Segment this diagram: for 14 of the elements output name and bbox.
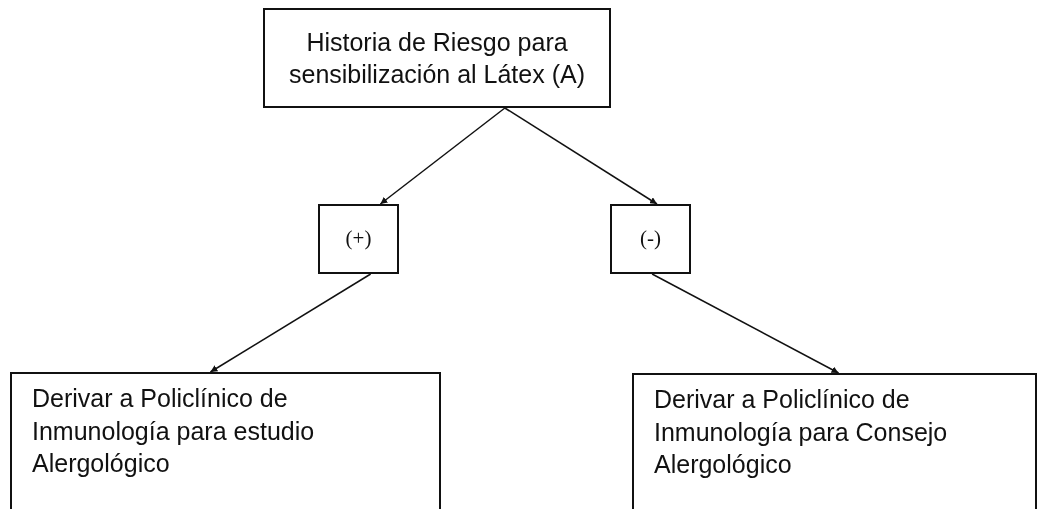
process-box [318, 204, 399, 274]
process-box [10, 372, 441, 509]
arrow [379, 107, 506, 205]
box-text: (-) [640, 225, 661, 253]
arrow [651, 273, 840, 374]
box-text: (+) [345, 225, 372, 253]
arrow [504, 107, 658, 205]
box-text: Derivar a Policlínico de Inmunología para estudio Alergológico [32, 383, 316, 479]
process-box [263, 8, 611, 108]
box-text: Historia de Riesgo para sensibilización al Látex (A) [288, 26, 586, 90]
process-box [610, 204, 691, 274]
box-text: Derivar a Policlínico de Inmunología para Consejo Alergológico [654, 384, 949, 480]
process-box [632, 373, 1037, 509]
arrow [209, 273, 372, 373]
